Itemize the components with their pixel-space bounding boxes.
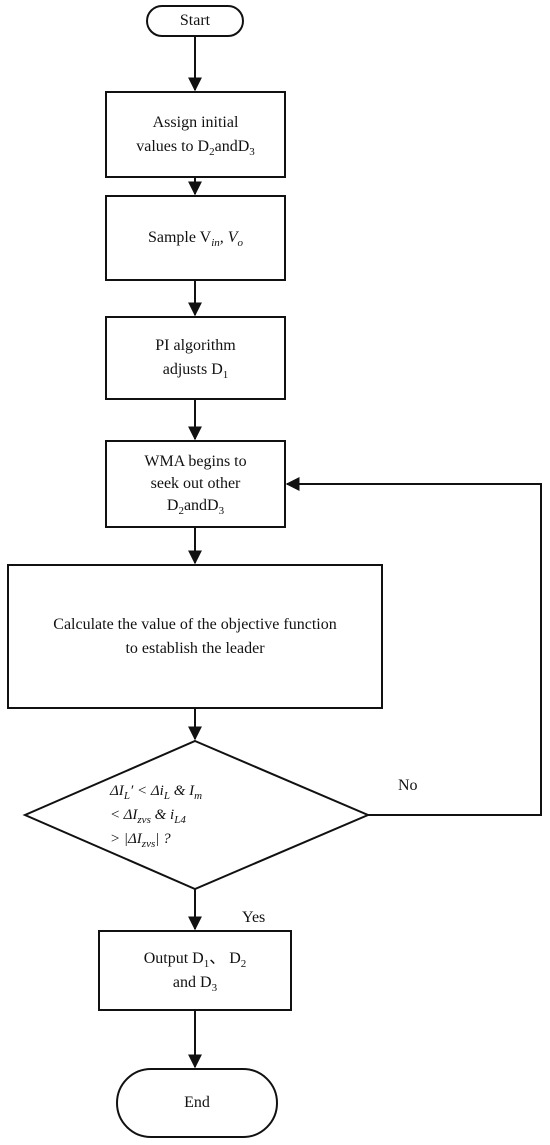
wma-label: WMA begins to seek out other D2andD3 [106, 441, 285, 527]
assign-box [105, 91, 286, 178]
output-label: Output D1、 D2 and D3 [99, 931, 291, 1010]
sample-box [105, 195, 286, 281]
output-line-2: and D3 [172, 973, 218, 994]
assign-line-1: Assign initial [152, 113, 239, 131]
assign-line-2: values to D2andD3 [136, 137, 255, 158]
calc-line-1: Calculate the value of the objective fun… [53, 615, 337, 633]
end-terminal [116, 1068, 278, 1138]
wma-line-2: seek out other [150, 475, 241, 492]
decision-label: ΔIL′ < ΔiL & Im < ΔIzvs & iL4 > |ΔIzvs| … [80, 775, 310, 855]
start-text: Start [179, 12, 211, 29]
pi-label: PI algorithm adjusts D1 [106, 317, 285, 399]
output-box [98, 930, 292, 1011]
start-label: Start [147, 6, 243, 36]
assign-label: Assign initial values to D2andD3 [106, 92, 285, 177]
edge-label-yes: Yes [242, 909, 266, 926]
calc-line-2: to establish the leader [125, 639, 265, 657]
pi-line-1: PI algorithm [155, 337, 236, 354]
pi-line-2: adjusts D1 [162, 361, 229, 382]
wma-line-3: D2andD3 [166, 497, 225, 518]
pi-box [105, 316, 286, 400]
edge-decision-loop-no [285, 477, 542, 816]
edge-label-no: No [398, 777, 418, 794]
wma-line-1: WMA begins to [144, 453, 247, 470]
sample-label: Sample Vin, Vo [106, 196, 285, 280]
calc-label: Calculate the value of the objective fun… [8, 565, 382, 708]
end-label: End [117, 1069, 277, 1137]
end-text: End [184, 1094, 210, 1111]
output-line-1: Output D1、 D2 [143, 949, 247, 970]
decision-line-3: > |ΔIzvs| ? [110, 831, 171, 850]
decision-line-2: < ΔIzvs & iL4 [110, 807, 186, 826]
decision-line-1: ΔIL′ < ΔiL & Im [110, 783, 203, 802]
sample-line: Sample Vin, Vo [147, 229, 244, 250]
